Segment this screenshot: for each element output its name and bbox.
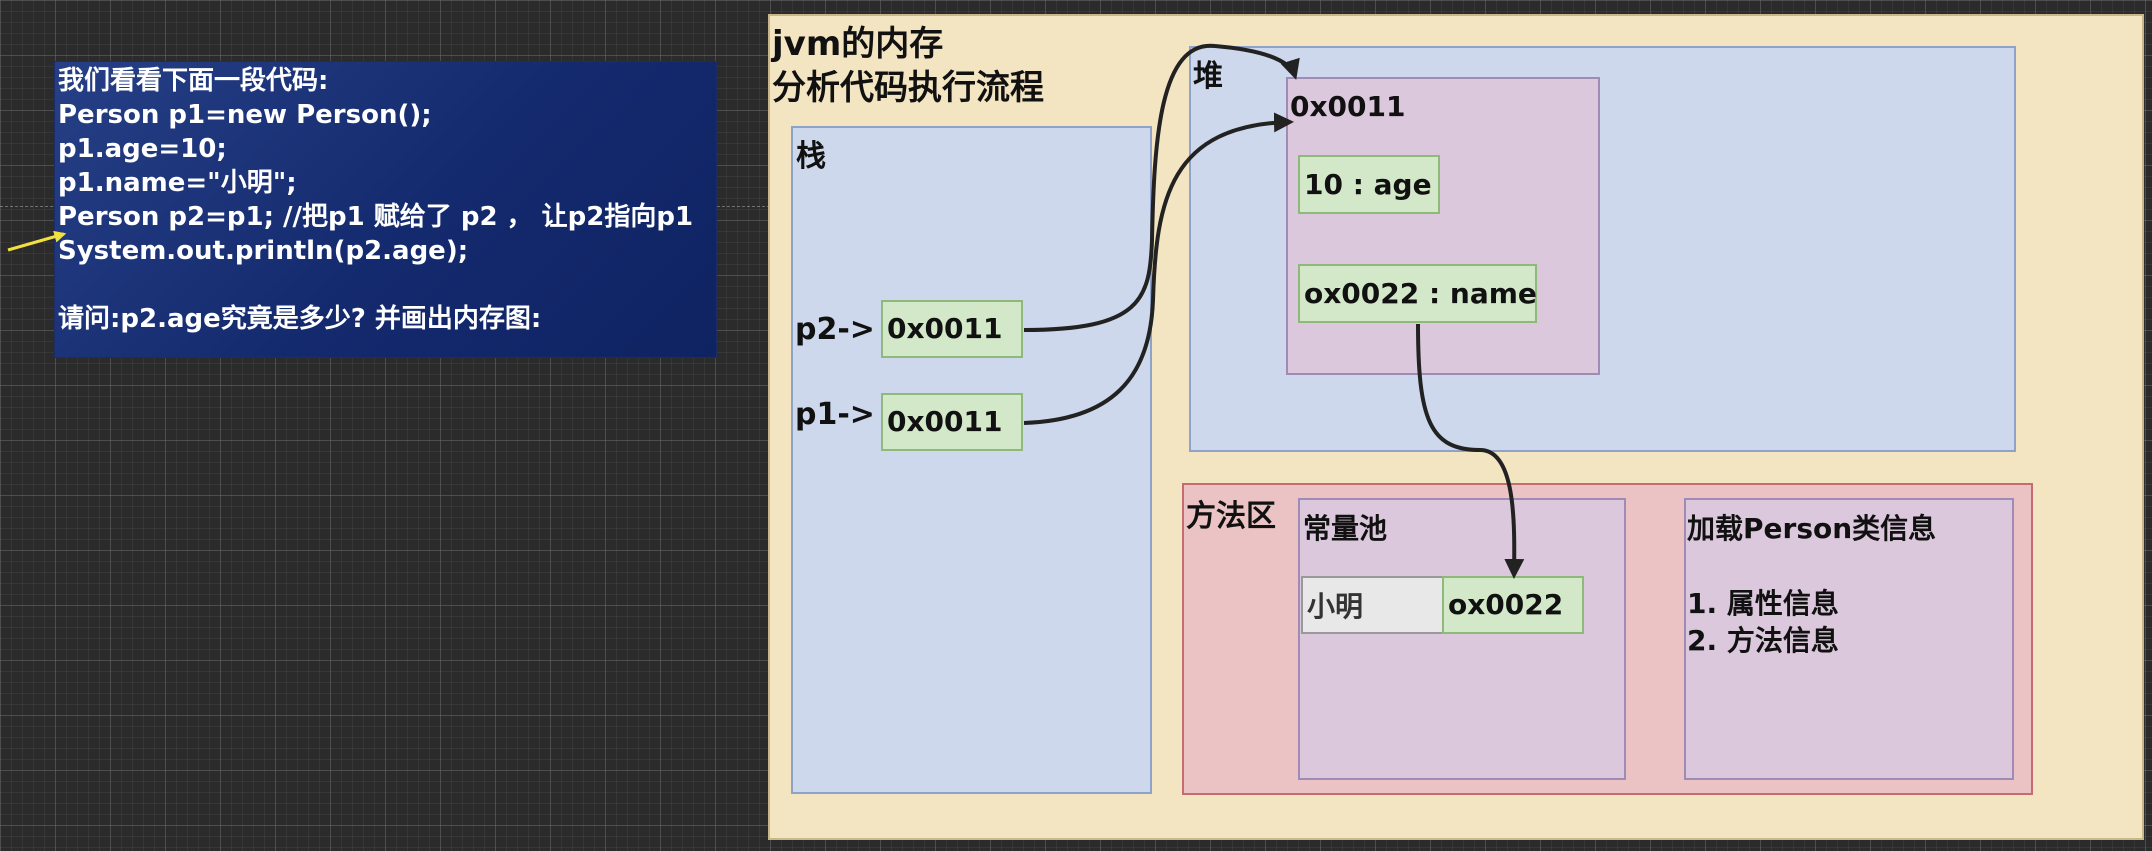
heap-object-address: 0x0011 — [1290, 90, 1406, 123]
code-line-assign-p2: Person p2=p1; //把p1 赋给了 p2 ， 让p2指向p1 — [58, 202, 694, 232]
code-panel: 我们看看下面一段代码: Person p1=new Person(); p1.a… — [54, 61, 717, 358]
heap-field-name: ox0022 : name — [1298, 264, 1537, 323]
class-info-title: 加载Person类信息 — [1687, 512, 1937, 545]
heap-field-age: 10 : age — [1298, 155, 1440, 214]
code-line-blank — [58, 268, 716, 302]
stack-title: 栈 — [796, 139, 826, 174]
stack-var-label-p2: p2-> — [795, 312, 875, 347]
class-info-item-methods: 2. 方法信息 — [1687, 624, 1839, 657]
stack-var-value-p2: 0x0011 — [881, 300, 1023, 358]
code-line-intro: 我们看看下面一段代码: — [58, 66, 329, 96]
heap-title: 堆 — [1193, 59, 1223, 94]
stack-var-value-p1: 0x0011 — [881, 393, 1023, 451]
stack-area — [791, 126, 1152, 794]
code-line-new-person: Person p1=new Person(); — [58, 100, 432, 130]
code-line-set-name: p1.name="小明"; — [58, 168, 297, 198]
class-info-item-attributes: 1. 属性信息 — [1687, 587, 1839, 620]
code-line-set-age: p1.age=10; — [58, 134, 227, 164]
constant-pool-address: ox0022 — [1442, 576, 1584, 634]
code-line-question: 请问:p2.age究竟是多少? 并画出内存图: — [58, 304, 542, 334]
stack-var-label-p1: p1-> — [795, 397, 875, 432]
constant-pool-title: 常量池 — [1303, 512, 1388, 545]
jvm-subtitle: 分析代码执行流程 — [772, 68, 1044, 108]
jvm-title: jvm的内存 — [772, 24, 944, 64]
class-info-area — [1684, 498, 2014, 780]
constant-pool-string: 小明 — [1301, 576, 1444, 634]
method-area-title: 方法区 — [1186, 499, 1276, 534]
code-line-println: System.out.println(p2.age); — [58, 236, 469, 266]
